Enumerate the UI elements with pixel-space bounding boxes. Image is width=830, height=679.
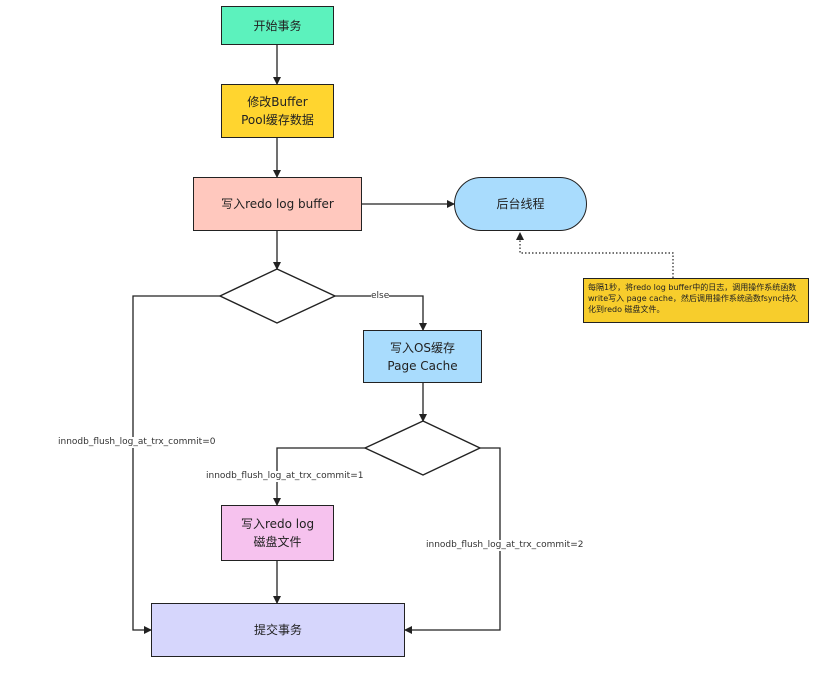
- edge-label-else: else: [371, 291, 390, 302]
- node-start-transaction: 开始事务: [221, 6, 334, 45]
- arrow-commit2-to-commit: [404, 447, 501, 634]
- node-write-os-cache-label: 写入OS缓存 Page Cache: [387, 340, 458, 373]
- edge-label-commit0: innodb_flush_log_at_trx_commit=0: [58, 437, 216, 448]
- arrow-else-to-os-cache: [335, 295, 427, 331]
- edge-label-commit1: innodb_flush_log_at_trx_commit=1: [206, 471, 364, 482]
- node-write-redo-log-buffer: 写入redo log buffer: [193, 177, 362, 231]
- background-thread-note-text: 每隔1秒，将redo log buffer中的日志，调用操作系统函数write写…: [588, 283, 799, 314]
- background-thread-note: 每隔1秒，将redo log buffer中的日志，调用操作系统函数write写…: [583, 278, 809, 323]
- note-connector-dotted: [516, 232, 674, 278]
- node-background-thread-label: 后台线程: [496, 197, 545, 211]
- node-write-redo-log-file: 写入redo log 磁盘文件: [221, 505, 334, 561]
- node-modify-buffer-pool: 修改Buffer Pool缓存数据: [221, 84, 334, 138]
- node-write-redo-log-buffer-label: 写入redo log buffer: [221, 197, 334, 211]
- decision-diamond-1: [218, 268, 337, 324]
- arrow-commit1-to-redo-file: [273, 447, 365, 506]
- node-start-transaction-label: 开始事务: [253, 18, 302, 33]
- node-background-thread: 后台线程: [454, 177, 587, 231]
- edge-label-commit2: innodb_flush_log_at_trx_commit=2: [426, 540, 584, 551]
- node-write-os-cache: 写入OS缓存 Page Cache: [363, 330, 482, 383]
- node-commit-transaction: 提交事务: [151, 603, 405, 657]
- node-modify-buffer-pool-label: 修改Buffer Pool缓存数据: [241, 95, 314, 127]
- arrow-commit0-to-commit: [132, 295, 220, 634]
- node-write-redo-log-file-label: 写入redo log 磁盘文件: [240, 517, 315, 549]
- decision-diamond-2: [363, 420, 482, 476]
- node-commit-transaction-label: 提交事务: [253, 623, 302, 637]
